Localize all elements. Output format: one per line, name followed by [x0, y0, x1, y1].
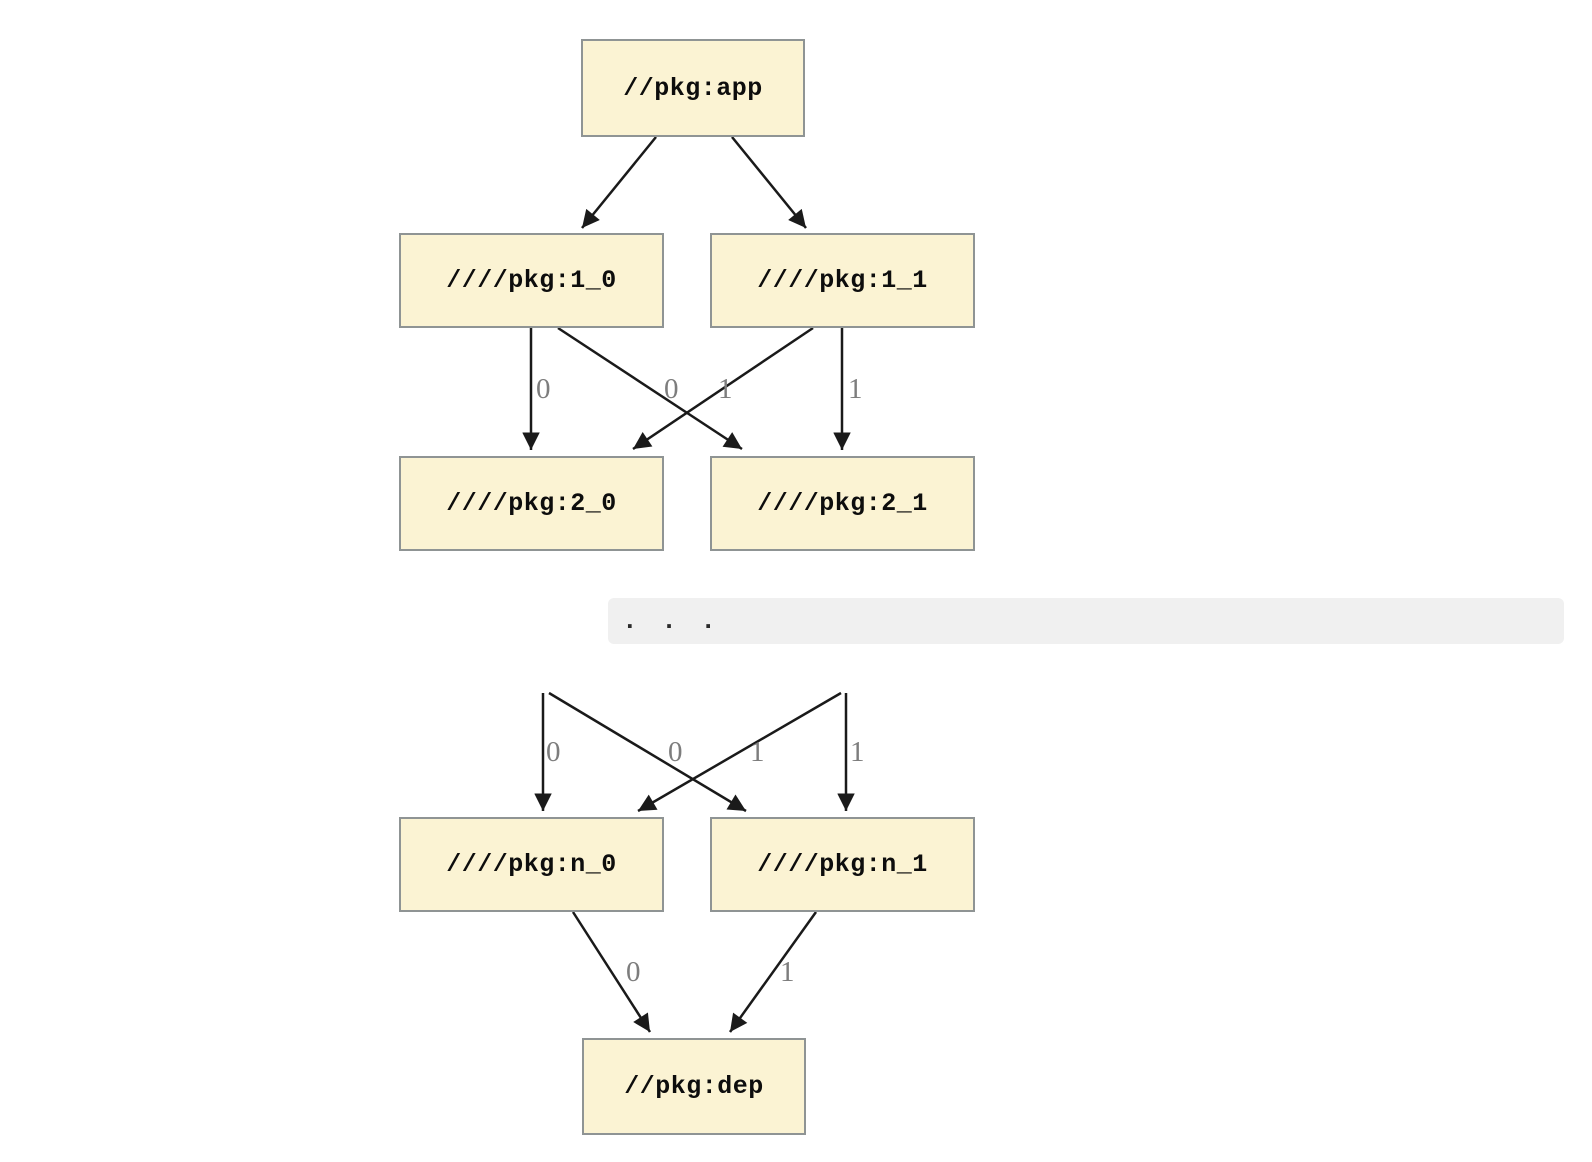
node-pkg-n_0-label: ////pkg:n_0	[446, 850, 617, 879]
ellipsis-band: . . .	[608, 598, 1564, 644]
edge-app-to-1_0	[581, 136, 657, 229]
node-pkg-dep-label: //pkg:dep	[624, 1072, 764, 1101]
node-pkg-n_0: ////pkg:n_0	[399, 817, 664, 912]
edge-n_1-to-dep	[728, 911, 818, 1033]
node-pkg-1_0-label: ////pkg:1_0	[446, 266, 617, 295]
node-pkg-app-label: //pkg:app	[623, 73, 763, 103]
node-pkg-2_0: ////pkg:2_0	[399, 456, 664, 551]
node-pkg-n_1: ////pkg:n_1	[710, 817, 975, 912]
edge-1_0-to-2_1	[557, 326, 743, 451]
edge-label-to-n_0-vertical: 0	[546, 736, 561, 768]
node-pkg-2_1-label: ////pkg:2_1	[757, 489, 928, 518]
node-pkg-1_1-label: ////pkg:1_1	[757, 266, 928, 295]
edge-hidden-to-n_1-diagonal	[548, 691, 747, 813]
edge-1_1-to-2_0	[632, 326, 814, 451]
edge-label-1_1-to-2_0: 0	[664, 373, 679, 405]
edge-label-n_1-to-dep: 1	[780, 956, 795, 988]
edge-n_0-to-dep	[571, 911, 652, 1033]
edge-label-to-n_1-diagonal: 1	[750, 736, 765, 768]
edge-label-n_0-to-dep: 0	[626, 956, 641, 988]
node-pkg-2_0-label: ////pkg:2_0	[446, 489, 617, 518]
ellipsis-text: . . .	[622, 606, 721, 636]
node-pkg-1_1: ////pkg:1_1	[710, 233, 975, 328]
node-pkg-n_1-label: ////pkg:n_1	[757, 850, 928, 879]
node-pkg-dep: //pkg:dep	[582, 1038, 806, 1135]
edge-label-1_1-to-2_1: 1	[848, 373, 863, 405]
node-pkg-1_0: ////pkg:1_0	[399, 233, 664, 328]
node-pkg-2_1: ////pkg:2_1	[710, 456, 975, 551]
edge-app-to-1_1	[731, 136, 807, 229]
edge-label-1_0-to-2_0: 0	[536, 373, 551, 405]
edge-label-to-n_0-diagonal: 0	[668, 736, 683, 768]
node-pkg-app: //pkg:app	[581, 39, 805, 137]
edge-label-to-n_1-vertical: 1	[850, 736, 865, 768]
edge-label-1_0-to-2_1: 1	[718, 373, 733, 405]
edge-hidden-to-n_0-diagonal	[637, 691, 842, 813]
